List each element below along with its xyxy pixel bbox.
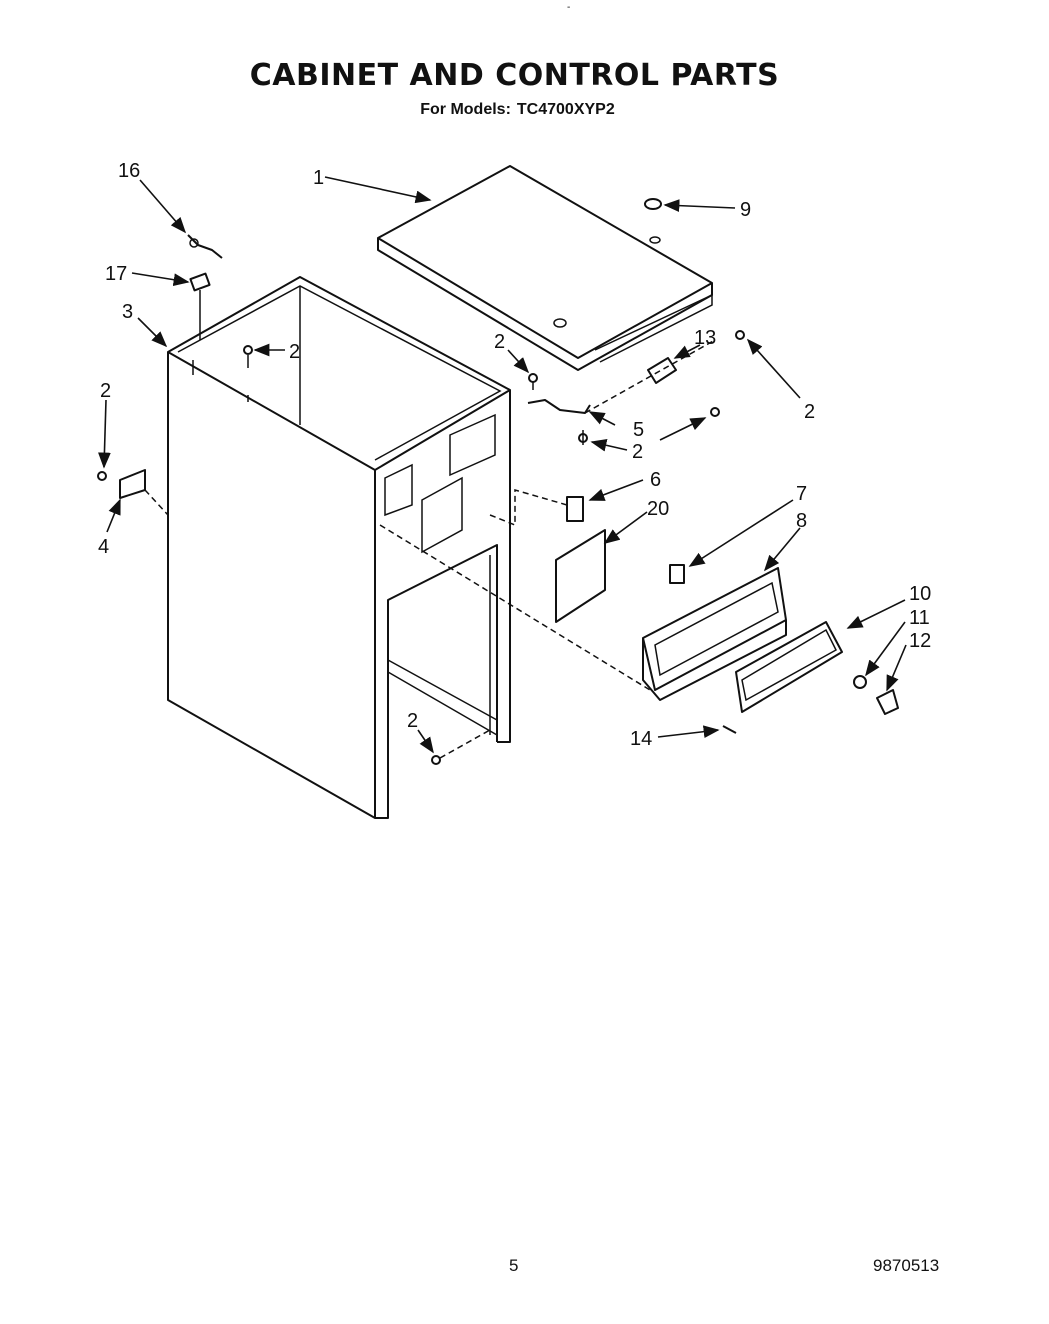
plug-part-9	[644, 198, 662, 210]
callout-9: 9	[740, 199, 751, 221]
callout-labels: 1 9 16 17 3 2 2 13 2 5 2 2 4 6 20 7 8 10…	[98, 160, 931, 750]
page-title: CABINET AND CONTROL PARTS	[249, 58, 780, 93]
top-panel-part-1	[377, 165, 713, 371]
cabinet-part-3	[167, 276, 511, 819]
model-label: For Models:	[420, 101, 511, 118]
callout-2-left: 2	[100, 380, 111, 402]
callout-2-bottom: 2	[407, 710, 418, 732]
callout-12: 12	[909, 630, 931, 652]
knob-part-7	[669, 564, 685, 584]
callout-17: 17	[105, 263, 127, 285]
callout-3: 3	[122, 301, 133, 323]
leader-lines	[98, 176, 907, 754]
cover-part-20	[555, 529, 606, 623]
top-mark: -	[567, 2, 571, 13]
overlay-part-10	[735, 621, 843, 713]
bracket-part-13	[647, 357, 677, 384]
callout-2-mid: 2	[632, 441, 643, 463]
callout-10: 10	[909, 583, 931, 605]
callout-4: 4	[98, 536, 109, 558]
assembly-line-console	[379, 524, 651, 691]
callout-8: 8	[796, 510, 807, 532]
clip-part-16	[187, 234, 223, 259]
callout-13: 13	[694, 327, 716, 349]
callout-5: 5	[633, 419, 644, 441]
document-number: 9870513	[873, 1256, 940, 1275]
bracket-part-5	[527, 339, 716, 414]
callout-1: 1	[313, 167, 324, 189]
plate-part-4	[119, 469, 169, 516]
model-number: TC4700XYP2	[516, 101, 615, 118]
callout-16: 16	[118, 160, 140, 182]
callout-11: 11	[909, 607, 930, 629]
clip-part-17	[189, 272, 211, 340]
console-part-8	[642, 567, 787, 701]
callout-14: 14	[630, 728, 652, 750]
knob-part-12	[876, 689, 899, 715]
callout-2-bracket: 2	[494, 331, 505, 353]
callout-2-right: 2	[804, 401, 815, 423]
callout-20: 20	[647, 498, 669, 520]
callout-6: 6	[650, 469, 661, 491]
callout-7: 7	[796, 483, 807, 505]
screw-part-14	[722, 725, 737, 734]
screws-part-2	[97, 330, 745, 765]
model-line: For Models: TC4700XYP2	[0, 101, 1029, 119]
ring-part-11	[853, 675, 867, 689]
page-number: 5	[509, 1256, 519, 1275]
callout-2-top-inner: 2	[289, 341, 300, 363]
switch-part-6	[489, 489, 584, 527]
